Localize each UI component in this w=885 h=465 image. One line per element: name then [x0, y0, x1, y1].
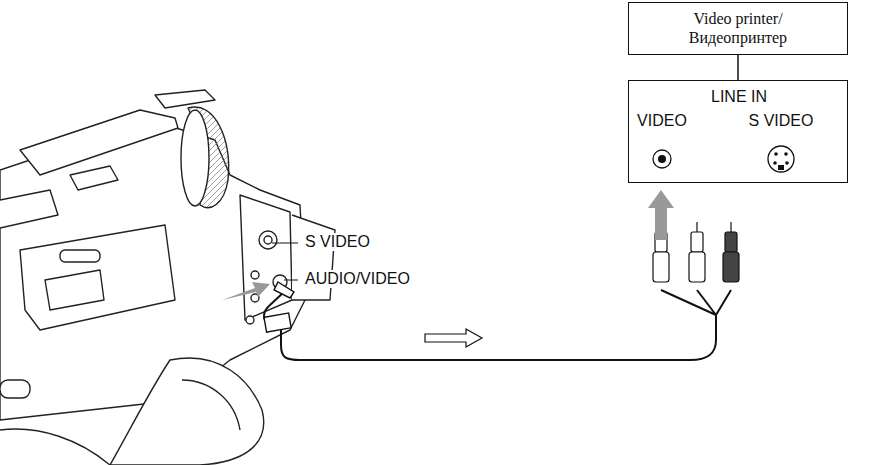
s-video-pin	[774, 152, 778, 156]
jack-label: AUDIO/VIDEO	[303, 270, 412, 288]
plug	[264, 282, 294, 332]
device-name: Video printer/ Видеопринтер	[629, 9, 847, 47]
device-box: Video printer/ Видеопринтер	[628, 2, 848, 55]
s-video-pin	[784, 152, 788, 156]
camcorder	[0, 90, 335, 465]
video-jack	[653, 150, 671, 168]
video-jack	[658, 155, 666, 163]
port-heading: LINE IN	[711, 87, 767, 106]
connection-line	[737, 55, 739, 80]
input-panel: LINE IN VIDEO S VIDEO	[628, 80, 848, 183]
port-name: VIDEO	[637, 111, 687, 130]
s-video-jack	[768, 146, 794, 172]
jack-label: S VIDEO	[303, 233, 372, 251]
s-video-key	[778, 165, 784, 170]
leader-line	[272, 243, 298, 280]
signal-arrow	[425, 329, 482, 347]
port-name: S VIDEO	[749, 111, 814, 130]
cable	[264, 290, 731, 360]
s-video-pin	[773, 161, 777, 165]
insert-arrow	[222, 282, 270, 300]
s-video-pin	[785, 161, 789, 165]
insert-arrow	[648, 190, 674, 240]
